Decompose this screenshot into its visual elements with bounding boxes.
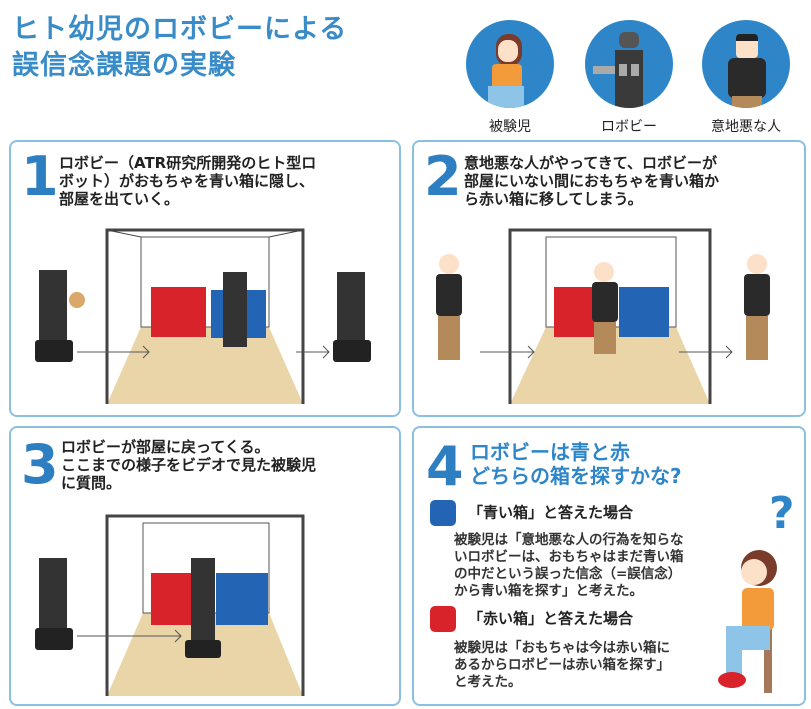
red-cube-icon — [430, 606, 456, 632]
robovie-right — [337, 272, 365, 342]
step-number: 2 — [424, 145, 462, 208]
case-blue: 「青い箱」と答えた場合 — [430, 500, 633, 526]
question-mark-icon: ? — [769, 488, 795, 539]
mean-person-left — [436, 274, 462, 316]
question-title: ロボビーは青と赤 どちらの箱を探すかな? — [470, 440, 682, 488]
step-number: 3 — [21, 433, 59, 496]
robovie-illustration — [585, 20, 673, 108]
step-description: 意地悪な人がやってきて、ロボビーが 部屋にいない間におもちゃを青い箱か ら赤い箱… — [464, 154, 719, 208]
case-blue-explanation: 被験児は「意地悪な人の行為を知らな いロボビーは、おもちゃはまだ青い箱 の中だと… — [454, 532, 684, 600]
room-frame — [105, 514, 305, 696]
room-frame — [105, 228, 305, 404]
title-line: ロボビーは青と赤 — [470, 440, 630, 464]
child-illustration — [718, 550, 777, 693]
scene-illustration — [436, 228, 770, 404]
title-line-1: ヒト幼児のロボビーによる — [12, 14, 348, 45]
text-line: 意地悪な人がやってきて、ロボビーが — [464, 154, 718, 172]
scene-illustration — [35, 514, 305, 696]
panel-step-3: 3 ロボビーが部屋に戻ってくる。 ここまでの様子をビデオで見た被験児 に質問。 — [9, 426, 401, 706]
blue-box — [216, 573, 268, 625]
case-label: 「青い箱」と答えた場合 — [468, 503, 634, 522]
scene-illustration — [35, 228, 371, 404]
case-label: 「赤い箱」と答えた場合 — [468, 609, 634, 628]
robovie-left — [39, 270, 67, 340]
mean-person-right — [744, 274, 770, 316]
panel-step-4: 4 ロボビーは青と赤 どちらの箱を探すかな? 「青い箱」と答えた場合 被験児は「… — [412, 426, 806, 706]
panel-step-1: 1 ロボビー（ATR研究所開発のヒト型ロ ボット）がおもちゃを青い箱に隠し、 部… — [9, 140, 401, 417]
character-label: 被験児 — [489, 119, 531, 135]
room-frame — [508, 228, 712, 404]
blue-cube-icon — [430, 500, 456, 526]
character-label: 意地悪な人 — [711, 119, 781, 135]
room-floor — [107, 327, 303, 404]
case-red-explanation: 被験児は「おもちゃは今は赤い箱に あるからロボビーは赤い箱を探す」 と考えた。 — [454, 640, 670, 691]
text-line: 被験児は「意地悪な人の行為を知らな — [454, 532, 684, 548]
page-title: ヒト幼児のロボビーによる 誤信念課題の実験 — [12, 12, 347, 84]
child-shirt — [742, 588, 774, 630]
text-line: から青い箱を探す」と考えた。 — [454, 583, 643, 599]
step-number: 1 — [21, 145, 59, 208]
step-number: 4 — [426, 435, 464, 498]
text-line: ロボビー（ATR研究所開発のヒト型ロ — [59, 154, 317, 172]
robovie-inside — [223, 272, 247, 347]
mean-person-inside — [592, 282, 618, 322]
toy-bear — [69, 292, 85, 308]
character-child: 被験児 — [466, 20, 554, 136]
step-description: ロボビーが部屋に戻ってくる。 ここまでの様子をビデオで見た被験児 に質問。 — [61, 438, 316, 492]
text-line: と考えた。 — [454, 674, 522, 690]
text-line: ら赤い箱に移してしまう。 — [464, 190, 643, 208]
character-robovie: ロボビー — [585, 20, 673, 136]
text-line: 被験児は「おもちゃは今は赤い箱に — [454, 640, 670, 656]
red-box — [151, 287, 206, 337]
text-line: ボット）がおもちゃを青い箱に隠し、 — [59, 172, 315, 190]
text-line: の中だという誤った信念（=誤信念） — [454, 566, 682, 582]
character-mean-person: 意地悪な人 — [702, 20, 790, 136]
step-description: ロボビー（ATR研究所開発のヒト型ロ ボット）がおもちゃを青い箱に隠し、 部屋を… — [59, 154, 316, 208]
text-line: ここまでの様子をビデオで見た被験児 — [61, 456, 317, 474]
character-label: ロボビー — [601, 119, 657, 135]
title-line: どちらの箱を探すかな? — [470, 464, 682, 488]
text-line: 部屋にいない間におもちゃを青い箱か — [464, 172, 720, 190]
room-floor — [510, 327, 710, 404]
mean-person-illustration — [702, 20, 790, 108]
robovie-left — [39, 558, 67, 630]
title-line-2: 誤信念課題の実験 — [12, 50, 236, 81]
robovie-inside — [191, 558, 215, 643]
text-line: に質問。 — [61, 474, 122, 492]
case-red: 「赤い箱」と答えた場合 — [430, 606, 633, 632]
text-line: ロボビーが部屋に戻ってくる。 — [61, 438, 270, 456]
text-line: いロボビーは、おもちゃはまだ青い箱 — [454, 549, 684, 565]
child-illustration — [466, 20, 554, 108]
text-line: あるからロボビーは赤い箱を探す」 — [454, 657, 670, 673]
panel-step-2: 2 意地悪な人がやってきて、ロボビーが 部屋にいない間におもちゃを青い箱か ら赤… — [412, 140, 806, 417]
blue-box — [619, 287, 669, 337]
text-line: 部屋を出ていく。 — [59, 190, 180, 208]
